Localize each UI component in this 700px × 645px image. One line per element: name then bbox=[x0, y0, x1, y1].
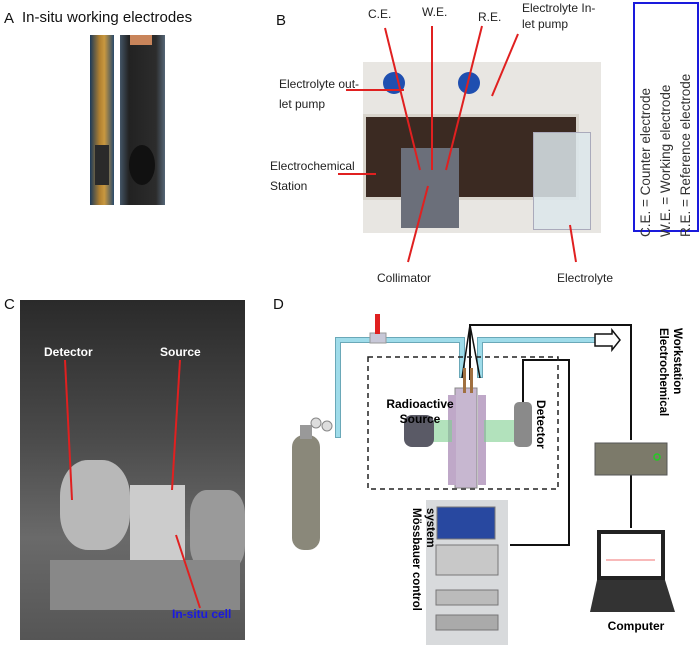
valve-icon bbox=[369, 332, 387, 344]
electrolyte-label: Electrolyte bbox=[557, 271, 614, 285]
in-situ-cell-label: In-situ cell bbox=[172, 607, 232, 621]
collimator-label: Collimator bbox=[377, 271, 432, 285]
laptop-icon bbox=[590, 530, 675, 612]
ce-label: C.E. bbox=[368, 7, 392, 21]
mossbauer-rack-icon bbox=[426, 500, 508, 645]
electrode-photo-1 bbox=[90, 35, 114, 205]
re-arrow bbox=[445, 25, 483, 171]
outlet-label: Electrolyte out-let pump bbox=[279, 77, 360, 111]
collimator-arrow bbox=[407, 185, 429, 263]
re-label: R.E. bbox=[478, 10, 502, 24]
workstation-cable bbox=[469, 324, 632, 440]
detector-label-c: Detector bbox=[44, 345, 93, 359]
detector-label-d: Detector bbox=[534, 400, 548, 449]
inlet-arrow bbox=[491, 33, 519, 97]
electrolyte-arrow bbox=[569, 224, 577, 263]
inlet-label: Electrolyte In-let pump bbox=[522, 1, 596, 31]
beam-left bbox=[430, 420, 452, 442]
workstation-icon bbox=[594, 442, 668, 476]
panel-c-letter: C bbox=[4, 296, 15, 313]
source-label-c: Source bbox=[160, 345, 201, 359]
detector-cable bbox=[510, 359, 570, 546]
panel-a-letter: A bbox=[4, 10, 15, 27]
panel-b-letter: B bbox=[276, 12, 287, 29]
computer-label: Computer bbox=[608, 619, 665, 633]
panel-d-letter: D bbox=[273, 296, 284, 313]
beam-right bbox=[484, 420, 514, 442]
dashed-enclosure bbox=[367, 356, 559, 490]
outlet-arrow-icon bbox=[594, 327, 621, 353]
cylinder-icon bbox=[292, 417, 333, 550]
ce-arrow bbox=[384, 27, 421, 171]
panel-a-title: In-situ working electrodes bbox=[22, 9, 193, 26]
source-icon bbox=[404, 415, 434, 447]
abbreviation-legend: C.E. = Counter electrode W.E. = Working … bbox=[633, 2, 699, 237]
instrument-photo bbox=[20, 300, 245, 640]
station-label: Electrochemical Station bbox=[270, 159, 355, 193]
cell-icon bbox=[448, 368, 486, 489]
valve-handle-icon bbox=[375, 314, 380, 334]
electrode-photo-2 bbox=[120, 35, 165, 205]
we-label: W.E. bbox=[422, 5, 448, 19]
detector-icon bbox=[514, 402, 532, 447]
